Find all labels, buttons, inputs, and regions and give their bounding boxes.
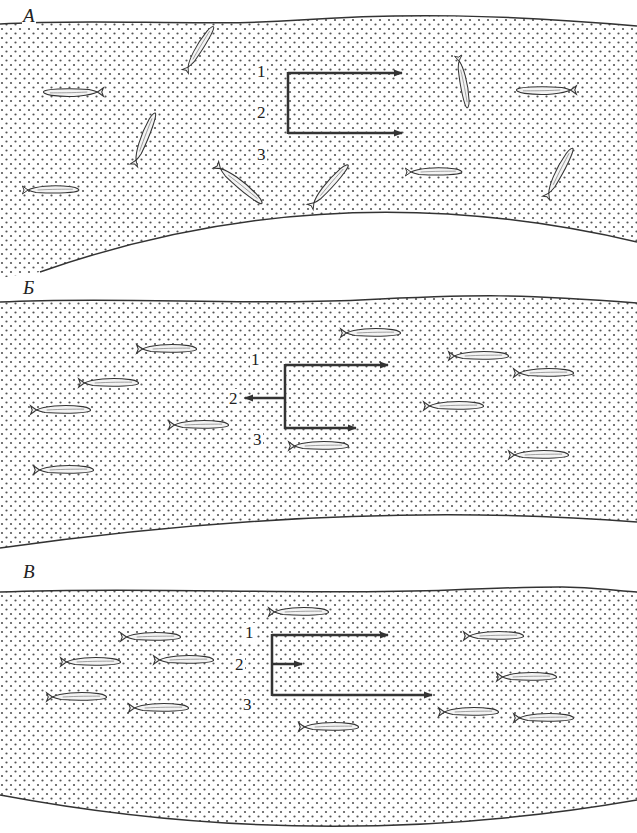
panel-letter-holder: А: [22, 6, 36, 25]
callout-number-holder: 1: [244, 624, 255, 641]
callout-number-holder: 2: [234, 656, 245, 673]
callout-number: 1: [250, 350, 261, 369]
callout-number-holder: 1: [250, 351, 261, 368]
callout-number-holder: 3: [256, 146, 267, 163]
panel-letter-holder: Б: [22, 278, 35, 297]
callout-number: 1: [256, 62, 267, 81]
callout-number-holder: 2: [228, 390, 239, 407]
panel-letter: В: [22, 561, 36, 582]
callout-number: 3: [242, 695, 253, 714]
callout-number: 3: [256, 145, 267, 164]
panel-letter: Б: [22, 277, 35, 298]
panel-letter: А: [22, 5, 36, 26]
callout-number-holder: 1: [256, 63, 267, 80]
callout-number-holder: 3: [242, 696, 253, 713]
panel-letter-holder: В: [22, 562, 36, 581]
callout-number-holder: 3: [252, 431, 263, 448]
callout-number: 2: [228, 389, 239, 408]
callout-number: 2: [256, 103, 267, 122]
callout-number: 3: [252, 430, 263, 449]
callout-number-holder: 2: [256, 104, 267, 121]
callout-number: 1: [244, 623, 255, 642]
callout-number: 2: [234, 655, 245, 674]
